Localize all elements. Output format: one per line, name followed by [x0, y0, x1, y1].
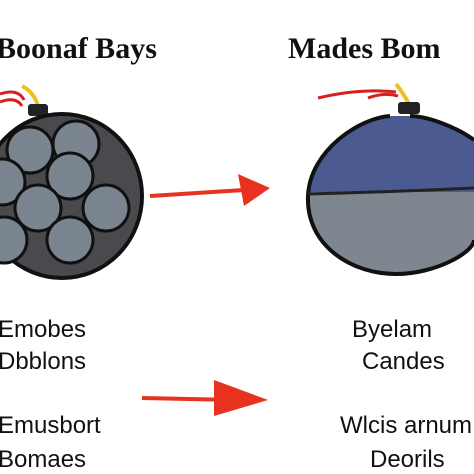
- left-caption-bottom-1: Dbblons: [0, 348, 87, 375]
- bottom-arrow-icon: [141, 380, 268, 416]
- right-caption-top-1: Byelam: [352, 316, 433, 343]
- right-title: Mades Bom: [288, 32, 441, 65]
- cluster-bomb-icon: [0, 84, 144, 280]
- left-caption-bottom-2: Emusbort: [0, 412, 101, 439]
- right-caption-bottom-2: Deorils: [370, 446, 445, 473]
- right-caption-bottom-1: Wlcis arnum: [340, 412, 473, 439]
- sphere-bomb-icon: [305, 82, 474, 277]
- left-caption-top: Emobes: [0, 316, 87, 343]
- top-arrow-icon: [149, 174, 270, 206]
- left-title: Boonaf Bays: [0, 32, 157, 65]
- left-caption-bottom-3: Bomaes: [0, 446, 87, 473]
- right-caption-top-2: Candes: [362, 348, 445, 375]
